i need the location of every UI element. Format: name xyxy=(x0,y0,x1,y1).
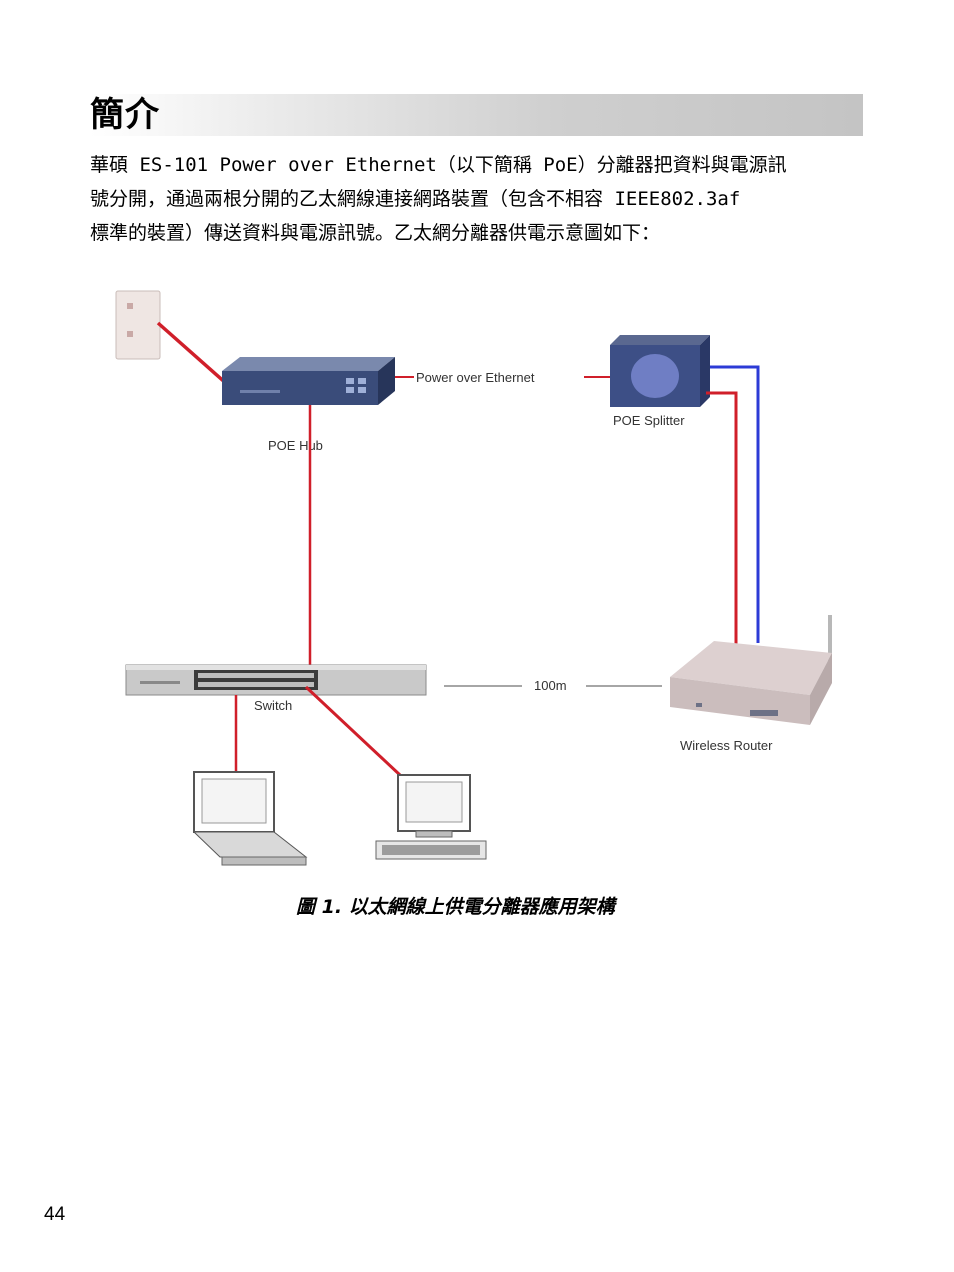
intro-line: 號分開，通過兩根分開的乙太網線連接網路裝置（包含不相容 IEEE802.3af xyxy=(90,188,741,210)
wireless-router-icon xyxy=(670,615,832,725)
power-over-ethernet-label: Power over Ethernet xyxy=(416,370,535,385)
poe-network-diagram: POE Hub Power over Ethernet POE Splitter… xyxy=(115,290,832,866)
switch-desktop-cable xyxy=(304,685,402,777)
desktop-icon xyxy=(375,774,487,860)
outlet-power-cable xyxy=(156,321,230,387)
switch-icon xyxy=(125,664,427,696)
figure-caption: 圖 1. 以太網線上供電分離器應用架構 xyxy=(296,896,615,918)
switch-label: Switch xyxy=(254,698,292,713)
poe-splitter-icon xyxy=(610,335,710,407)
poe-hub-icon xyxy=(222,357,395,405)
distance-label: 100m xyxy=(534,678,567,693)
wireless-router-label: Wireless Router xyxy=(680,738,773,753)
splitter-power-cable xyxy=(706,391,738,645)
laptop-icon xyxy=(192,771,308,866)
poe-hub-label: POE Hub xyxy=(268,438,323,453)
intro-paragraph: 華碩 ES-101 Power over Ethernet（以下簡稱 PoE）分… xyxy=(90,148,870,250)
splitter-data-cable xyxy=(710,365,760,643)
poe-splitter-label: POE Splitter xyxy=(613,413,685,428)
section-title: 簡介 xyxy=(90,95,160,135)
intro-line: 華碩 ES-101 Power over Ethernet（以下簡稱 PoE）分… xyxy=(90,154,787,176)
wall-outlet-icon xyxy=(115,290,161,360)
intro-line: 標準的裝置）傳送資料與電源訊號。乙太網分離器供電示意圖如下： xyxy=(90,222,661,244)
section-header: 簡介 xyxy=(90,94,863,136)
page-number: 44 xyxy=(44,1204,66,1225)
